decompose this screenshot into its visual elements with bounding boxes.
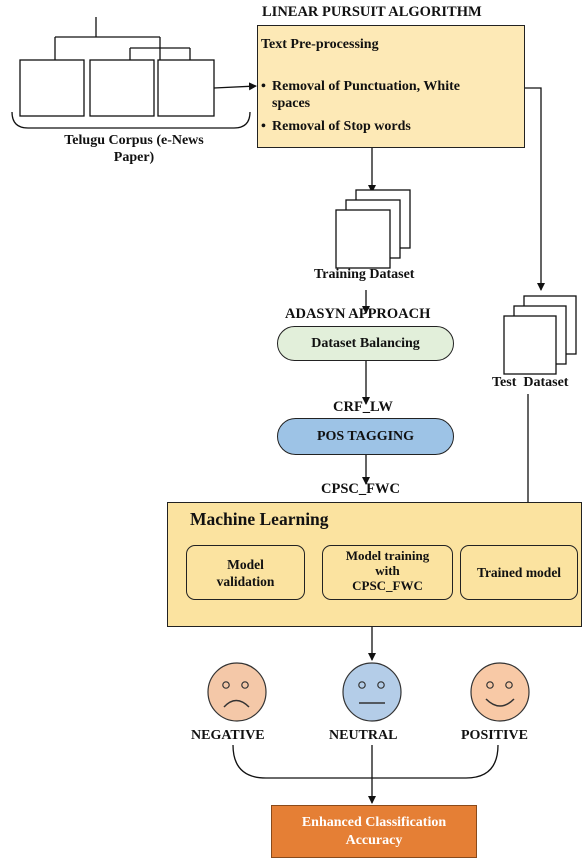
training-dataset-stack	[335, 189, 411, 269]
corpus-documents	[19, 59, 215, 117]
trained-model-box: Trained model	[460, 545, 578, 600]
document-icon	[89, 59, 155, 117]
sentiment-merge-bracket	[232, 744, 499, 779]
preprocessing-bullet-punctuation: Removal of Punctuation, White	[272, 79, 460, 94]
document-icon	[157, 59, 215, 117]
neutral-face-icon	[342, 662, 402, 722]
dataset-balancing-label: Dataset Balancing	[311, 336, 420, 351]
arrow-preprocessing-to-test	[525, 87, 545, 291]
positive-face-icon	[470, 662, 530, 722]
model-training-line3: CPSC_FWC	[352, 578, 423, 593]
training-dataset-label: Training Dataset	[314, 267, 415, 282]
negative-label: NEGATIVE	[191, 728, 265, 743]
cpsc-label: CPSC_FWC	[321, 481, 400, 497]
corpus-label: Telugu Corpus (e-News Paper)	[40, 132, 228, 166]
bullet-dot: •	[261, 119, 266, 134]
negative-face-icon	[207, 662, 267, 722]
preprocessing-bullet-stopwords: Removal of Stop words	[272, 119, 411, 134]
model-validation-line1: Model	[227, 557, 264, 572]
preprocessing-heading: Text Pre-processing	[261, 37, 379, 52]
trained-model-label: Trained model	[476, 565, 562, 580]
neutral-label: NEUTRAL	[329, 728, 398, 743]
corpus-hierarchy-lines	[54, 17, 191, 60]
test-dataset-label: Test Dataset	[492, 375, 569, 390]
pos-tagging-box: POS TAGGING	[277, 418, 454, 455]
model-validation-line2: validation	[216, 574, 275, 589]
corpus-bracket	[11, 111, 251, 129]
preprocessing-box	[257, 25, 525, 148]
model-training-line2: with	[375, 563, 400, 578]
dataset-balancing-box: Dataset Balancing	[277, 326, 454, 361]
test-dataset-stack	[503, 295, 577, 375]
bullet-dot: •	[261, 79, 266, 94]
model-validation-box: Model validation	[186, 545, 305, 600]
result-line2: Accuracy	[345, 833, 403, 848]
positive-label: POSITIVE	[461, 728, 528, 743]
document-icon	[19, 59, 85, 117]
crf-label: CRF_LW	[333, 399, 393, 415]
corpus-label-line2: Paper)	[113, 150, 155, 165]
result-line1: Enhanced Classification	[301, 815, 447, 830]
pos-tagging-label: POS TAGGING	[316, 429, 415, 444]
model-training-box: Model training with CPSC_FWC	[322, 545, 453, 600]
arrow-corpus-to-preprocessing	[213, 82, 257, 91]
corpus-label-line1: Telugu Corpus (e-News	[64, 133, 204, 148]
diagram-title: LINEAR PURSUIT ALGORITHM	[262, 4, 482, 20]
preprocessing-bullet-punctuation-cont: spaces	[272, 96, 311, 111]
model-training-line1: Model training	[345, 548, 430, 563]
result-box: Enhanced Classification Accuracy	[271, 805, 477, 858]
machine-learning-heading: Machine Learning	[190, 509, 329, 529]
adasyn-label: ADASYN APPROACH	[285, 306, 431, 322]
